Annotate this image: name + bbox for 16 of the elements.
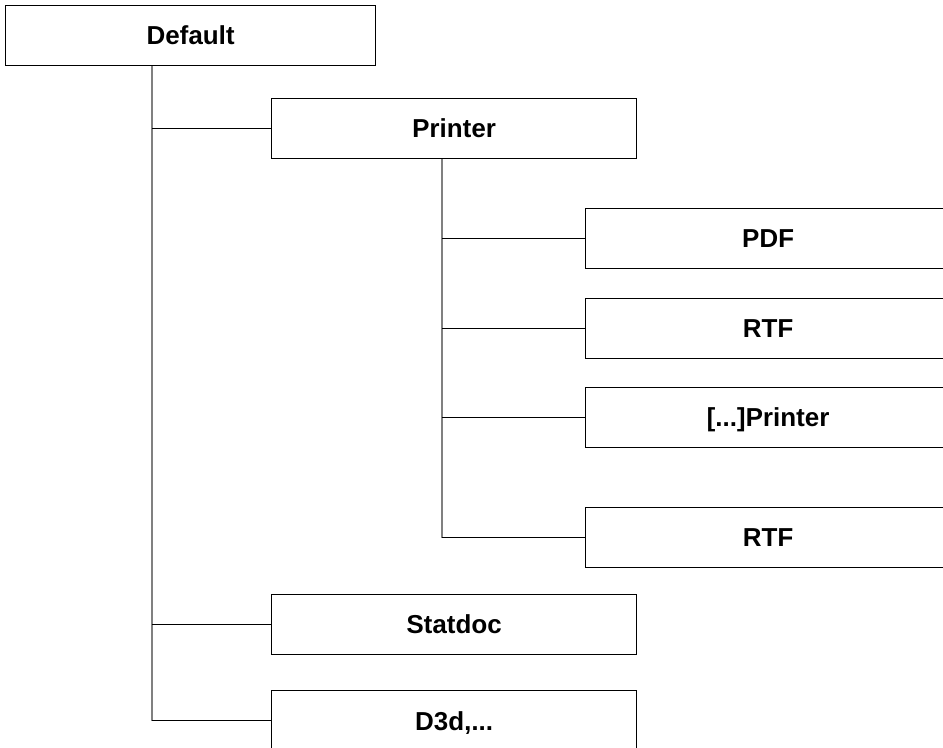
tree-box [271,98,637,159]
tree-box [271,594,637,655]
tree-box [585,298,943,359]
tree-box [585,387,943,448]
tree-box [5,5,376,66]
tree-box [585,507,943,568]
tree-box [271,690,637,748]
box-label: RTF [742,522,794,553]
box-label: PDF [742,223,794,254]
box-label: [...]Printer [706,402,830,433]
box-label: Statdoc [406,609,502,640]
box-label: RTF [742,313,794,344]
box-label: Printer [412,113,496,144]
box-label: Default [146,20,235,51]
box-label: D3d,... [414,706,493,737]
tree-box [585,208,943,269]
